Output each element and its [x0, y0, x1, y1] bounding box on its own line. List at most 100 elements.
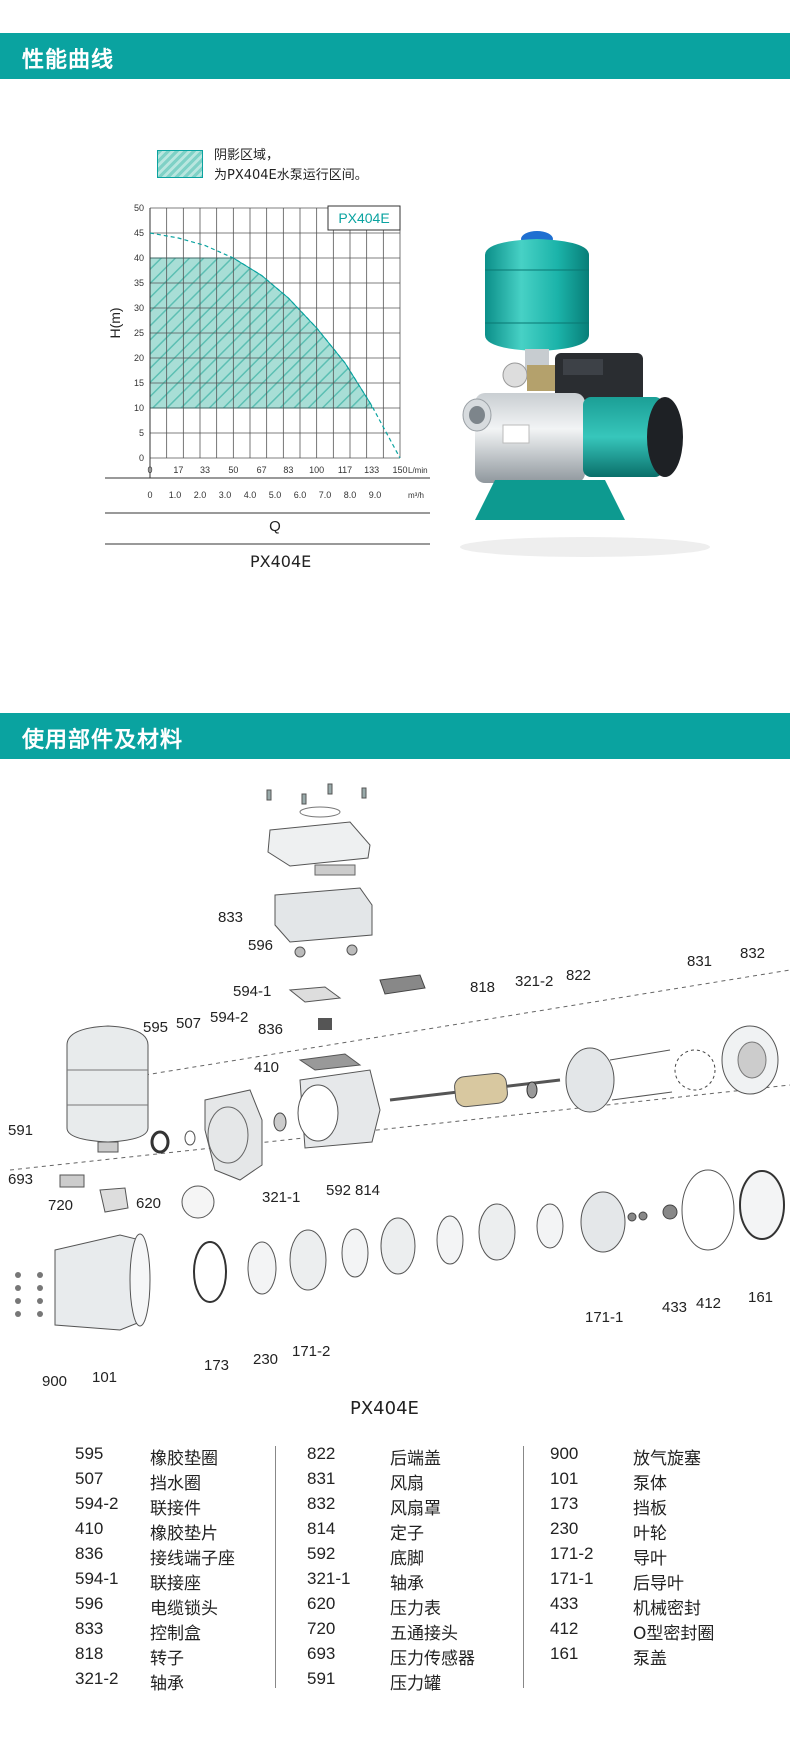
part-number: 596 — [75, 1594, 104, 1613]
part-callout-620: 620 — [136, 1195, 161, 1212]
x-m3h-tick-label: 8.0 — [344, 490, 357, 500]
x-lmin-tick-label: 17 — [173, 465, 183, 475]
part-number: 101 — [550, 1469, 579, 1488]
part-name: 橡胶垫片 — [150, 1524, 218, 1544]
o-ring-part — [681, 1169, 735, 1251]
x-m3h-unit: m³/h — [408, 491, 424, 500]
part-callout-412: 412 — [696, 1295, 721, 1312]
part-number: 173 — [550, 1494, 579, 1513]
y-tick-label: 0 — [139, 453, 144, 463]
part-name: 橡胶垫圈 — [150, 1449, 218, 1469]
x-lmin-tick-label: 33 — [200, 465, 210, 475]
x-m3h-tick-label: 2.0 — [194, 490, 207, 500]
part-callout-594-1: 594-1 — [233, 983, 271, 1000]
part-callout-596: 596 — [248, 937, 273, 954]
part-name: 轴承 — [150, 1674, 184, 1694]
part-name: 轴承 — [390, 1574, 424, 1594]
part-callout-836: 836 — [258, 1021, 283, 1038]
x-lmin-tick-label: 117 — [338, 465, 352, 475]
x-m3h-tick-label: 6.0 — [294, 490, 307, 500]
part-callout-822: 822 — [566, 967, 591, 984]
rear-guide-vane-part — [580, 1191, 626, 1253]
part-callout-410: 410 — [254, 1059, 279, 1076]
chart-caption: PX404E — [250, 552, 312, 571]
performance-section-title: 性能曲线 — [22, 48, 115, 73]
part-number: 833 — [75, 1619, 104, 1638]
y-tick-label: 45 — [134, 228, 144, 238]
pressure-gauge-icon — [502, 362, 528, 388]
part-name: 接线端子座 — [150, 1549, 235, 1569]
part-name: O型密封圈 — [633, 1624, 715, 1644]
parts-section-title: 使用部件及材料 — [22, 728, 184, 753]
part-number: 410 — [75, 1519, 104, 1538]
part-name: 转子 — [150, 1649, 184, 1669]
part-name: 压力传感器 — [390, 1649, 475, 1669]
part-callout-321-1: 321-1 — [262, 1189, 300, 1206]
part-name: 风扇罩 — [390, 1499, 441, 1519]
part-number: 171-1 — [550, 1569, 594, 1588]
part-number: 161 — [550, 1644, 579, 1663]
control-box-part — [274, 887, 373, 943]
column-divider — [523, 1446, 524, 1688]
part-name: 挡板 — [633, 1499, 667, 1519]
guide-vane-part — [289, 1229, 327, 1291]
y-tick-label: 25 — [134, 328, 144, 338]
part-number: 592 — [307, 1544, 336, 1563]
part-number: 321-2 — [75, 1669, 119, 1688]
part-number: 620 — [307, 1594, 336, 1613]
x-m3h-tick-label: 7.0 — [319, 490, 332, 500]
part-number: 720 — [307, 1619, 336, 1638]
part-callout-594-2: 594-2 — [210, 1009, 248, 1026]
part-name: 五通接头 — [390, 1624, 458, 1644]
part-callout-720: 720 — [48, 1197, 73, 1214]
part-number: 171-2 — [550, 1544, 594, 1563]
pump-product-image — [460, 231, 710, 557]
pump-cover-part — [739, 1170, 785, 1240]
model-label: PX404E — [338, 210, 389, 226]
stainless-pump-body — [475, 393, 585, 483]
part-number: 412 — [550, 1619, 579, 1638]
part-name: 泵盖 — [633, 1649, 667, 1669]
x-lmin-tick-label: 83 — [283, 465, 293, 475]
baffle-part — [193, 1241, 227, 1303]
part-number: 230 — [550, 1519, 579, 1538]
part-name: 放气旋塞 — [633, 1449, 701, 1469]
part-number: 900 — [550, 1444, 579, 1463]
rotor-part — [454, 1072, 508, 1108]
part-name: 后端盖 — [390, 1449, 441, 1469]
part-name: 挡水圈 — [150, 1474, 201, 1494]
part-callout-832: 832 — [740, 945, 765, 962]
part-name: 泵体 — [633, 1474, 667, 1494]
part-callout-171-1: 171-1 — [585, 1309, 623, 1326]
x-m3h-tick-label: 0 — [147, 490, 152, 500]
x-lmin-tick-label: 150 — [392, 465, 407, 475]
x-axis-label: Q — [269, 518, 281, 535]
part-name: 底脚 — [390, 1549, 424, 1569]
legend-text: 阴影区域， 为PX404E水泵运行区间。 — [214, 146, 368, 186]
x-m3h-tick-label: 1.0 — [169, 490, 182, 500]
x-lmin-unit: L/min — [408, 466, 428, 475]
pressure-gauge-part — [181, 1185, 215, 1219]
top-screws — [266, 783, 367, 805]
y-tick-label: 50 — [134, 203, 144, 213]
rear-cover-part — [565, 1047, 615, 1113]
fan-part — [674, 1049, 716, 1091]
part-callout-507: 507 — [176, 1015, 201, 1032]
y-tick-label: 40 — [134, 253, 144, 263]
shaded-region-swatch — [157, 150, 203, 178]
part-number: 836 — [75, 1544, 104, 1563]
part-callout-171-2: 171-2 — [292, 1343, 330, 1360]
part-callout-161: 161 — [748, 1289, 773, 1306]
x-m3h-tick-label: 9.0 — [369, 490, 382, 500]
performance-section-header: 性能曲线 — [0, 33, 790, 79]
x-m3h-tick-label: 5.0 — [269, 490, 282, 500]
part-name: 后导叶 — [633, 1574, 684, 1594]
part-name: 机械密封 — [633, 1599, 701, 1619]
x-m3h-tick-label: 4.0 — [244, 490, 257, 500]
model-label-box — [327, 205, 401, 231]
part-callout-595: 595 — [143, 1019, 168, 1036]
performance-curve — [149, 232, 401, 459]
part-callout-592: 592 — [326, 1182, 351, 1199]
y-tick-label: 30 — [134, 303, 144, 313]
